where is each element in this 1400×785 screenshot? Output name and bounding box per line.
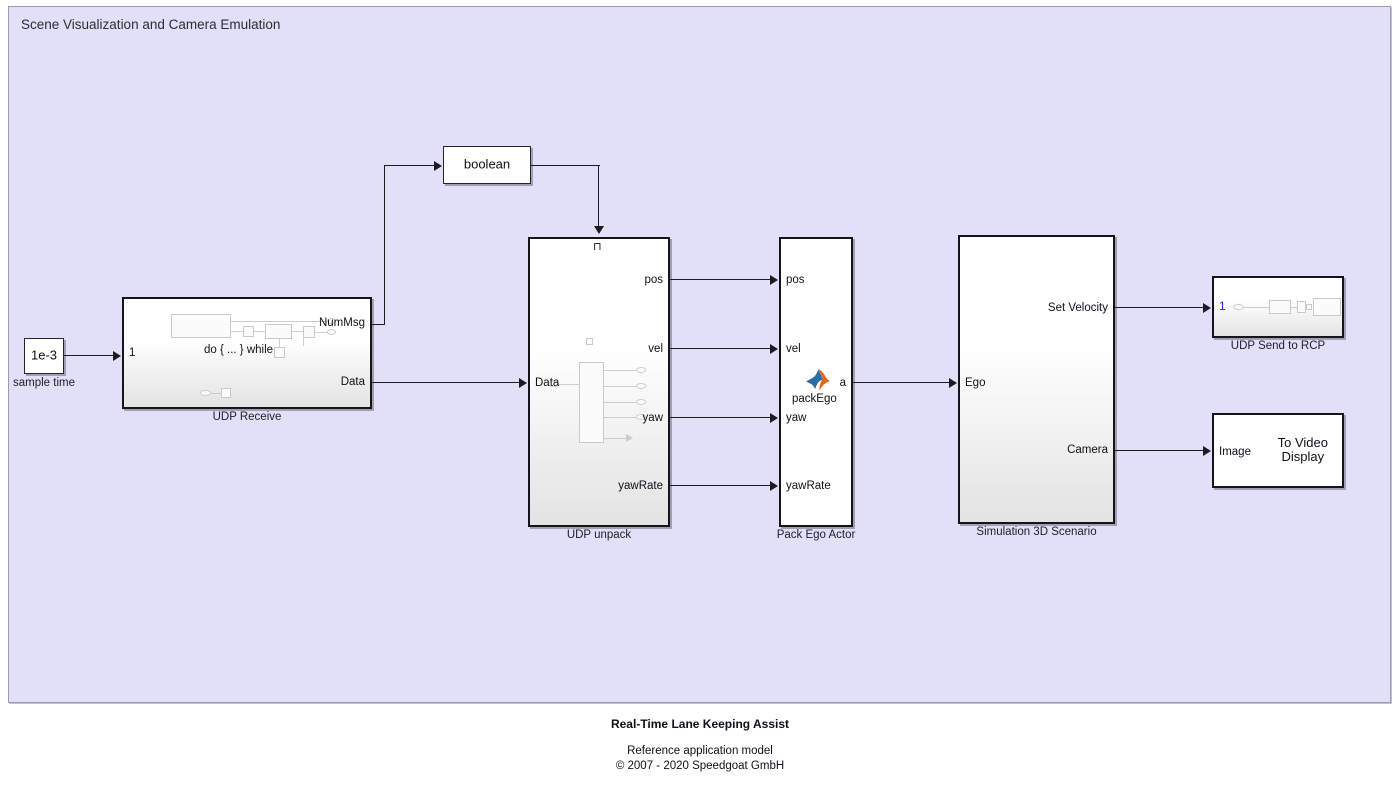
wire-yaw — [670, 417, 771, 419]
udp-unpack-label: UDP unpack — [566, 529, 632, 541]
arrow-trigger-in — [594, 226, 604, 234]
pack-ego-port-a: a — [839, 377, 846, 389]
video-display-title: To Video Display — [1277, 434, 1328, 466]
arrow-videodisplay-in — [1203, 446, 1211, 456]
sample-time-value: 1e-3 — [30, 347, 58, 363]
udp-unpack-port-vel: vel — [648, 343, 663, 355]
sim3d-port-ego: Ego — [965, 377, 986, 389]
wire-pos — [670, 279, 771, 281]
sim3d-port-set-velocity: Set Velocity — [1047, 302, 1108, 314]
block-to-video-display[interactable]: Image To Video Display — [1212, 413, 1344, 488]
wire-data-to-udpunpack — [372, 382, 520, 384]
arrow-udpsend-in — [1203, 303, 1211, 313]
wire-camera-to-videodisplay — [1115, 450, 1204, 452]
udp-unpack-port-data: Data — [535, 377, 560, 389]
arrow-packego-vel-in — [770, 344, 778, 354]
arrow-boolean-in — [434, 161, 442, 171]
udp-send-port-in1: 1 — [1219, 299, 1226, 313]
sim3d-port-camera: Camera — [1067, 444, 1108, 456]
video-display-title-line2: Display — [1281, 449, 1325, 465]
annotation-title: Scene Visualization and Camera Emulation — [21, 17, 281, 32]
pack-ego-actor-label: Pack Ego Actor — [776, 529, 856, 541]
pack-ego-port-pos: pos — [786, 274, 805, 286]
video-display-title-line1: To Video — [1277, 434, 1328, 450]
arrow-packego-yaw-in — [770, 413, 778, 423]
wire-nummsg-stub — [372, 324, 385, 326]
caption-line2: © 2007 - 2020 Speedgoat GmbH — [615, 760, 785, 772]
arrow-udpreceive-in1 — [113, 351, 121, 361]
arrow-sim3d-ego-in — [949, 378, 957, 388]
udp-receive-label: UDP Receive — [212, 411, 282, 423]
udp-unpack-port-yaw: yaw — [642, 412, 663, 424]
block-udp-unpack[interactable]: ⊓ Data pos vel yaw yawRate UDP unpack — [528, 237, 670, 541]
wire-vel — [670, 348, 771, 350]
pack-ego-port-yaw: yaw — [786, 412, 807, 424]
pack-ego-function-name: packEgo — [792, 393, 837, 405]
arrow-packego-pos-in — [770, 275, 778, 285]
wire-setvelocity-to-udpsend — [1115, 307, 1204, 309]
caption-title: Real-Time Lane Keeping Assist — [610, 717, 790, 731]
udp-send-to-rcp-label: UDP Send to RCP — [1230, 340, 1326, 352]
wire-boolean-out — [531, 165, 600, 167]
block-udp-send-to-rcp[interactable]: 1 UDP Send to RCP — [1212, 276, 1344, 352]
simulation-3d-scenario-label: Simulation 3D Scenario — [976, 526, 1097, 538]
udp-receive-inner-text: do { ... } while — [204, 344, 274, 356]
wire-sampletime-to-udpreceive — [64, 355, 114, 357]
video-display-port-image: Image — [1219, 446, 1251, 458]
sample-time-label: sample time — [13, 377, 75, 389]
wire-nummsg-to-boolean — [384, 165, 434, 167]
udp-receive-port-data: Data — [340, 376, 365, 388]
udp-receive-port-nummsg: NumMsg — [318, 317, 365, 329]
arrow-udpunpack-data-in — [519, 378, 527, 388]
wire-boolean-down — [598, 165, 600, 227]
block-boolean-cast[interactable]: boolean — [443, 146, 531, 184]
udp-receive-port-in1: 1 — [129, 347, 136, 359]
block-pack-ego-actor[interactable]: packEgo pos vel yaw yawRate a Pack Ego A… — [777, 237, 855, 541]
udp-unpack-port-yawrate: yawRate — [618, 480, 663, 492]
wire-yawrate — [670, 485, 771, 487]
block-udp-receive[interactable]: do { ... } while 1 NumMsg Data UDP Recei… — [122, 297, 372, 423]
pack-ego-port-vel: vel — [786, 343, 801, 355]
block-simulation-3d-scenario[interactable]: Ego Set Velocity Camera Simulation 3D Sc… — [958, 235, 1115, 538]
block-sample-time[interactable]: 1e-3 sample time — [13, 338, 75, 389]
matlab-membrane-icon — [806, 369, 830, 391]
arrow-packego-yawrate-in — [770, 481, 778, 491]
wire-nummsg-up — [384, 165, 386, 325]
wire-a-to-ego — [853, 382, 950, 384]
boolean-cast-value: boolean — [463, 156, 511, 172]
udp-unpack-port-pos: pos — [644, 274, 663, 286]
caption-line1: Reference application model — [627, 745, 773, 757]
pack-ego-port-yawrate: yawRate — [786, 480, 831, 492]
trigger-port-icon: ⊓ — [593, 241, 602, 253]
